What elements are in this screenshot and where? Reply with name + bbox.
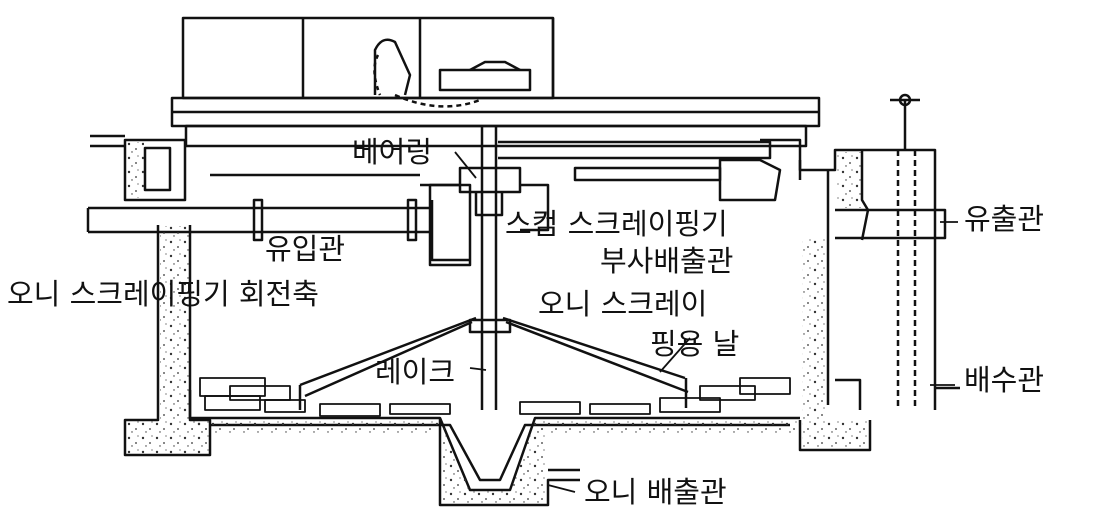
right-wall <box>798 93 960 452</box>
sludge-blocks <box>199 377 791 417</box>
label-sludge-scraper-shaft: 오니 스크레이핑기 회전축 <box>7 277 319 311</box>
label-bearing: 베어링 <box>352 135 433 169</box>
label-inflow-pipe: 유입관 <box>265 232 346 266</box>
top-frame <box>181 16 555 108</box>
label-rake: 레이크 <box>375 355 456 389</box>
label-sludge-scraper: 오니 스크레이 <box>538 287 708 321</box>
label-scraping-blade: 핑용 날 <box>650 327 740 361</box>
leader-lines <box>454 151 958 493</box>
label-drain-pipe: 배수관 <box>964 363 1045 397</box>
skimmer-arm <box>210 138 802 202</box>
label-skim-scraping: 스컴 스크레이핑기 <box>505 207 728 241</box>
rake-arms <box>298 316 689 410</box>
label-scum-discharge-pipe: 부사배출관 <box>600 244 734 278</box>
label-outflow-pipe: 유출관 <box>964 202 1045 236</box>
label-sludge-discharge-pipe: 오니 배출관 <box>584 475 727 509</box>
concrete-fill <box>127 142 869 503</box>
center-shaft <box>420 126 550 410</box>
